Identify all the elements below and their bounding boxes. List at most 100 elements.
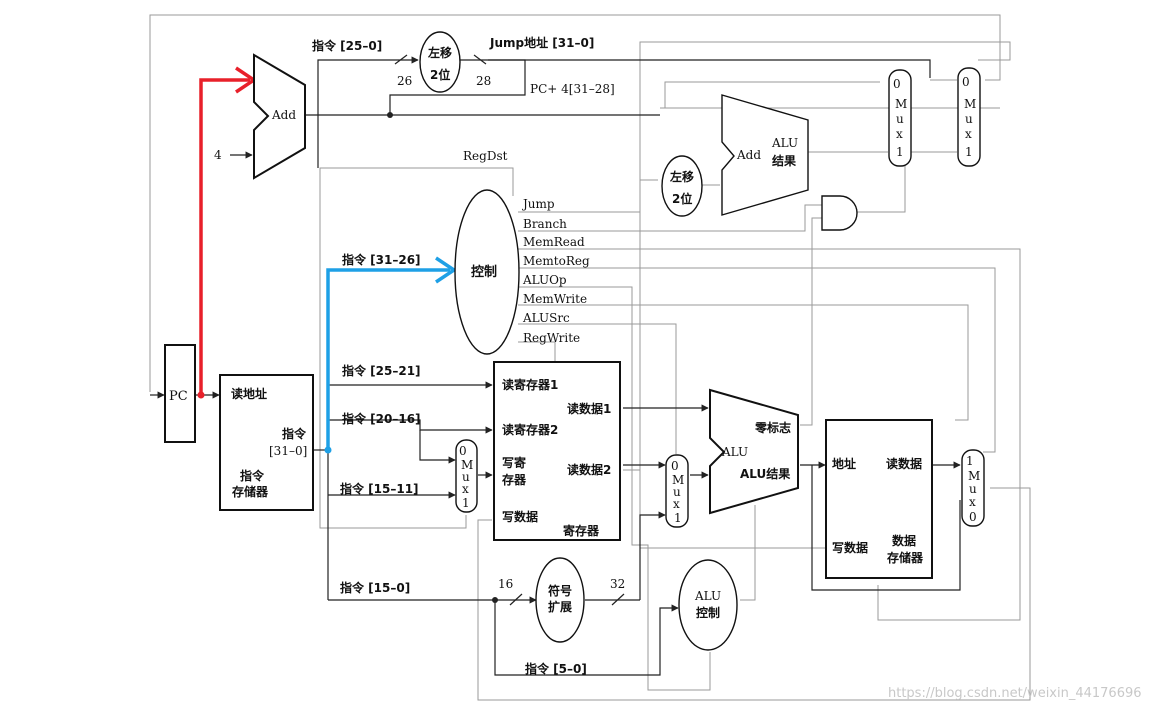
branch-wire — [518, 204, 822, 232]
regwrite-wire — [518, 341, 556, 362]
instruction-memory: 读地址 指令 [31–0] 指令 存储器 — [219, 374, 314, 511]
pc-label: PC — [169, 389, 188, 404]
rr2-wire — [328, 419, 493, 434]
dmem-name-2: 存储器 — [886, 550, 924, 565]
alu-control: ALU 控制 — [678, 559, 738, 651]
svg-text:M: M — [968, 469, 980, 483]
label-16: 16 — [498, 577, 513, 591]
svg-text:x: x — [965, 127, 972, 141]
label-pc4: PC+ 4[31–28] — [530, 82, 615, 96]
rf-write-data: 写数据 — [502, 509, 538, 524]
mux-mem-to-reg: 1 M u x 0 — [961, 449, 985, 527]
shift-left-top: 左移 2位 — [419, 31, 461, 93]
label-instr-25-0: 指令 [25–0] — [312, 38, 382, 53]
rf-read-reg1: 读寄存器1 — [502, 377, 558, 392]
aluctrl-out-wire — [740, 505, 756, 601]
label-regdst: RegDst — [463, 149, 508, 163]
pc-feedback-wire — [149, 14, 1001, 392]
label-aluop: ALUOp — [522, 273, 567, 287]
svg-text:M: M — [964, 97, 976, 111]
alu: ALU 零标志 ALU结果 — [709, 388, 799, 515]
branch-adder: Add ALU 结果 — [721, 94, 809, 216]
mux-alu-src: 0 M u x 1 — [665, 454, 689, 528]
label-instr-15-0: 指令 [15–0] — [340, 580, 410, 595]
dmem-read-data: 读数据 — [886, 456, 922, 471]
label-memread: MemRead — [523, 235, 585, 249]
svg-text:ALU: ALU — [771, 136, 798, 150]
alu-result: ALU结果 — [740, 466, 790, 481]
constant-four: 4 — [214, 148, 222, 162]
slash-16 — [509, 593, 523, 606]
data-memory: 地址 读数据 写数据 数据 存储器 — [825, 419, 933, 579]
rf-read-data1: 读数据1 — [567, 401, 611, 416]
label-memwrite: MemWrite — [523, 292, 587, 306]
svg-text:1: 1 — [965, 145, 973, 159]
data-wires — [150, 54, 961, 676]
alusrc-wire — [518, 323, 677, 454]
control-unit: 控制 — [454, 189, 520, 355]
dmem-name-1: 数据 — [892, 533, 916, 548]
rr2-to-mux — [419, 430, 456, 464]
rf-read-data2: 读数据2 — [567, 462, 611, 477]
label-instr-20-16: 指令 [20–16] — [342, 411, 421, 426]
svg-text:u: u — [673, 485, 681, 499]
shift-top-label: 左移 — [427, 45, 452, 60]
sign-ext-label-2: 扩展 — [548, 599, 572, 614]
slash-28 — [473, 54, 487, 65]
label-28: 28 — [476, 74, 491, 88]
label-branch: Branch — [523, 217, 567, 231]
alu-ctrl-label-1: ALU — [694, 589, 721, 603]
label-instr-31-26: 指令 [31–26] — [342, 252, 421, 267]
svg-text:M: M — [672, 473, 684, 487]
dmem-addr: 地址 — [832, 456, 856, 471]
imem-instr: 指令 — [282, 426, 307, 441]
sign-ext-label-1: 符号 — [548, 583, 572, 598]
dmem-write-data: 写数据 — [832, 540, 868, 555]
and-gate — [821, 195, 858, 231]
zero-wire — [800, 217, 822, 426]
slash-32 — [611, 593, 625, 606]
pc-register: PC — [164, 344, 196, 443]
svg-text:0: 0 — [969, 510, 977, 524]
watermark: https://blog.csdn.net/weixin_44176696 — [888, 686, 1142, 701]
svg-text:M: M — [895, 97, 907, 111]
pc4-to-muxa-wire — [664, 81, 880, 108]
svg-text:u: u — [969, 482, 977, 496]
funct-wire — [494, 600, 679, 676]
control-wires — [149, 14, 1031, 701]
label-memtoreg: MemtoReg — [523, 254, 590, 268]
label-jump: Jump — [521, 197, 555, 211]
ext-to-mux — [639, 511, 666, 600]
svg-text:1: 1 — [462, 496, 470, 510]
svg-text:1: 1 — [674, 511, 682, 525]
shift-mid-label: 左移 — [669, 169, 694, 184]
svg-text:x: x — [673, 497, 680, 511]
label-32: 32 — [610, 577, 625, 591]
jump-wire — [518, 41, 1011, 213]
svg-text:1: 1 — [896, 145, 904, 159]
svg-text:x: x — [896, 127, 903, 141]
register-file: 读寄存器1 读寄存器2 写寄 存器 写数据 读数据1 读数据2 寄存器 — [493, 361, 621, 541]
regdst-wire — [319, 167, 514, 529]
label-instr-5-0: 指令 [5–0] — [525, 661, 587, 676]
memread-wire — [518, 248, 1021, 621]
svg-text:x: x — [462, 482, 469, 496]
svg-text:Add: Add — [736, 148, 761, 162]
svg-text:0: 0 — [893, 77, 901, 91]
alu-label: ALU — [721, 445, 748, 459]
mux-write-register: 0 M u x 1 — [455, 439, 478, 513]
control-label: 控制 — [471, 264, 497, 280]
alu-zero: 零标志 — [754, 420, 791, 435]
label-26: 26 — [397, 74, 412, 88]
shift-left-mid: 左移 2位 — [661, 155, 703, 217]
instr25-0-wire — [317, 56, 419, 168]
svg-text:u: u — [965, 112, 973, 126]
svg-text:u: u — [462, 470, 470, 484]
alu-ctrl-label-2: 控制 — [696, 605, 720, 620]
sign-extend: 符号 扩展 — [535, 557, 585, 643]
highlight-red-path — [197, 66, 258, 399]
alu-bypass — [811, 465, 961, 591]
mux-jump: 0 M u x 1 — [957, 67, 981, 167]
svg-text:x: x — [969, 495, 976, 509]
